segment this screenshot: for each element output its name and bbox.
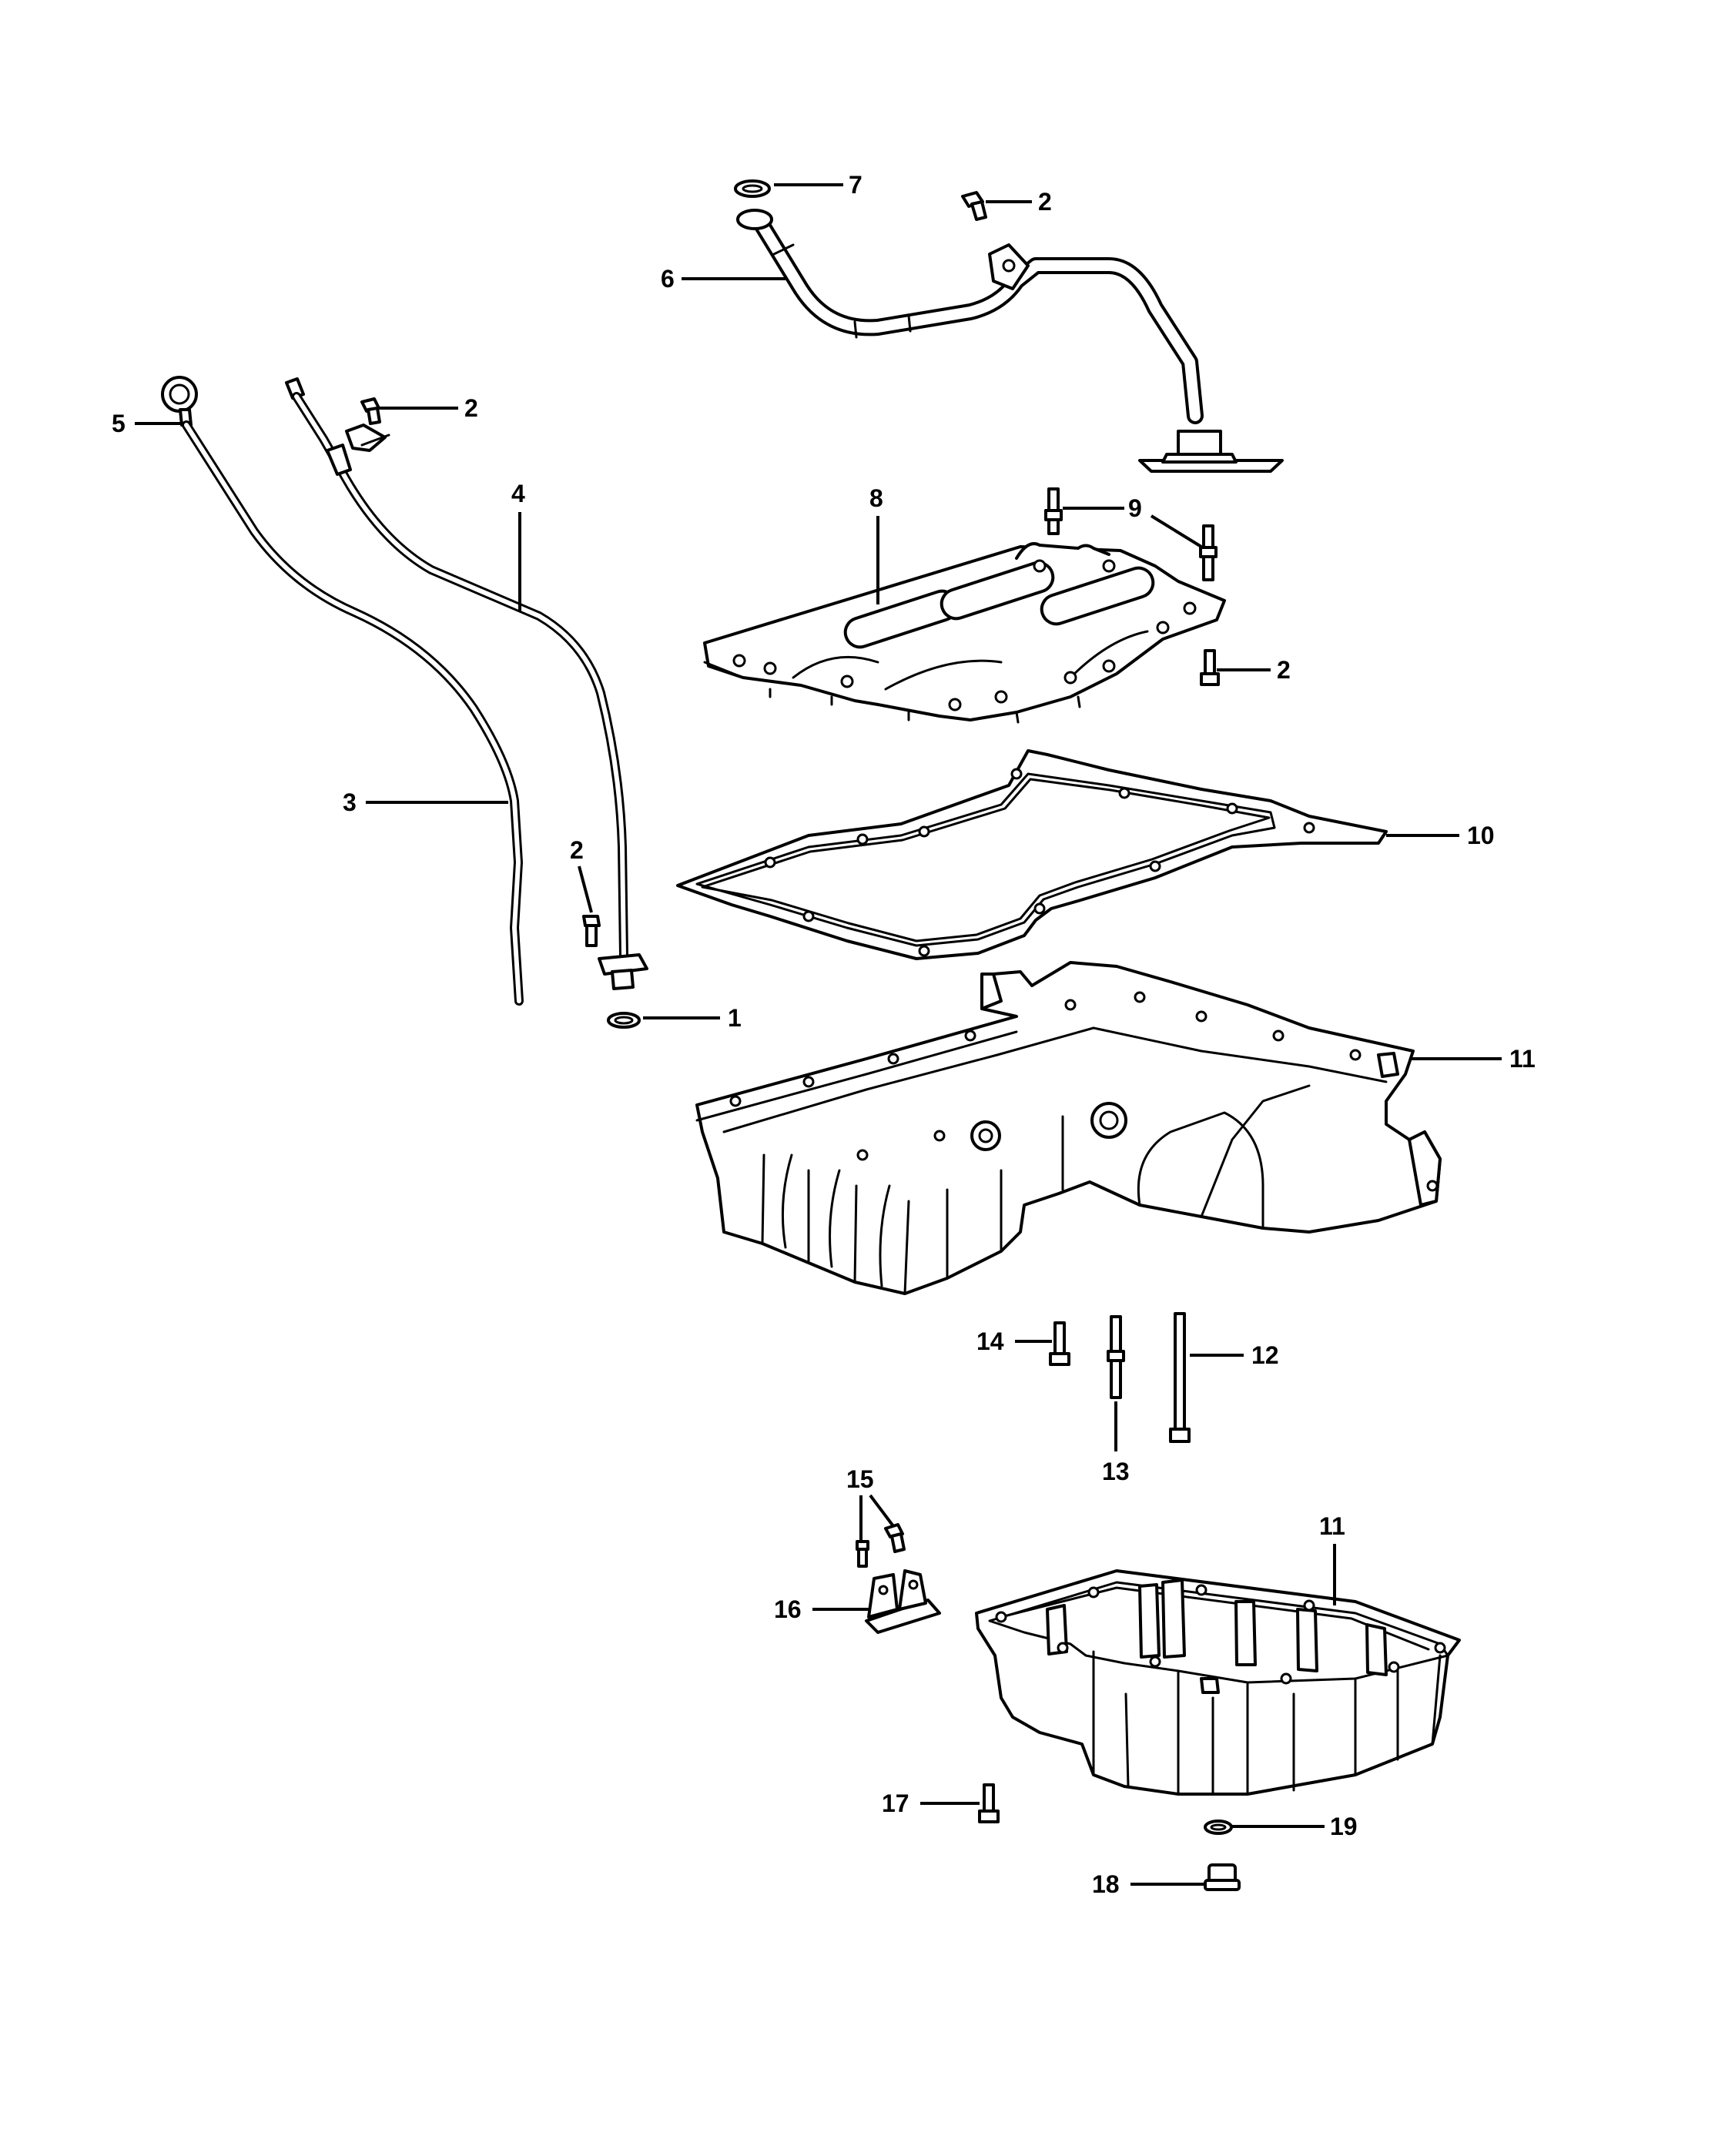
leader-2-mid <box>578 865 593 913</box>
part-bolt-2-left <box>360 397 381 425</box>
callout-13: 13 <box>1102 1458 1130 1485</box>
part-bolt-14 <box>1049 1321 1070 1366</box>
callout-2-mid: 2 <box>570 836 584 864</box>
part-lower-oil-pan-11 <box>975 1569 1461 1796</box>
callout-2-right: 2 <box>1277 656 1291 684</box>
part-bolt-15a <box>856 1540 869 1568</box>
part-bolt-15b <box>884 1523 906 1553</box>
part-bracket-16 <box>865 1569 941 1634</box>
leader-15b <box>869 1494 895 1528</box>
callout-11-upper: 11 <box>1509 1045 1536 1073</box>
part-upper-oil-pan-11 <box>695 961 1442 1295</box>
part-dipstick-5 <box>161 376 524 1006</box>
part-stud-9a <box>1044 487 1063 535</box>
callout-18: 18 <box>1092 1870 1120 1898</box>
callout-14: 14 <box>976 1327 1004 1355</box>
part-long-bolt-12 <box>1169 1312 1191 1443</box>
callout-16: 16 <box>774 1595 802 1623</box>
part-bolt-17 <box>978 1783 1000 1823</box>
callout-10: 10 <box>1467 822 1495 849</box>
part-stud-13 <box>1107 1315 1125 1399</box>
callout-3: 3 <box>343 788 357 816</box>
callout-4: 4 <box>511 480 525 507</box>
callout-7: 7 <box>849 171 862 199</box>
part-bolt-2-top <box>961 191 987 221</box>
part-o-ring-1 <box>607 1012 641 1029</box>
part-o-ring-7 <box>734 179 771 198</box>
part-drain-plug-18 <box>1204 1863 1241 1891</box>
callout-2-top: 2 <box>1038 188 1052 216</box>
leader-9b <box>1150 514 1203 548</box>
part-bolt-2-mid <box>582 915 601 947</box>
callout-labels: 7 2 6 2 5 4 8 9 2 3 10 2 1 11 14 12 13 1… <box>112 171 1536 1898</box>
part-stud-9b <box>1199 524 1218 581</box>
callout-15: 15 <box>846 1465 874 1493</box>
callout-8: 8 <box>869 484 883 512</box>
callout-19: 19 <box>1330 1813 1358 1840</box>
callout-1: 1 <box>728 1004 742 1032</box>
callout-9: 9 <box>1128 494 1142 522</box>
callout-5: 5 <box>112 410 126 437</box>
callout-11-lower: 11 <box>1319 1512 1345 1540</box>
callout-17: 17 <box>882 1789 909 1817</box>
part-windage-tray-8 <box>703 542 1226 724</box>
part-washer-19 <box>1204 1820 1233 1835</box>
callout-2-left: 2 <box>464 394 478 422</box>
part-oil-pickup-tube-6 <box>736 209 1284 473</box>
callout-12: 12 <box>1251 1341 1279 1369</box>
callout-6: 6 <box>661 265 675 293</box>
part-dipstick-tube-4 <box>285 377 648 990</box>
part-bolt-2-right <box>1200 649 1220 686</box>
part-oil-pan-gasket-10 <box>676 749 1388 960</box>
leader-lines <box>135 183 1502 1886</box>
